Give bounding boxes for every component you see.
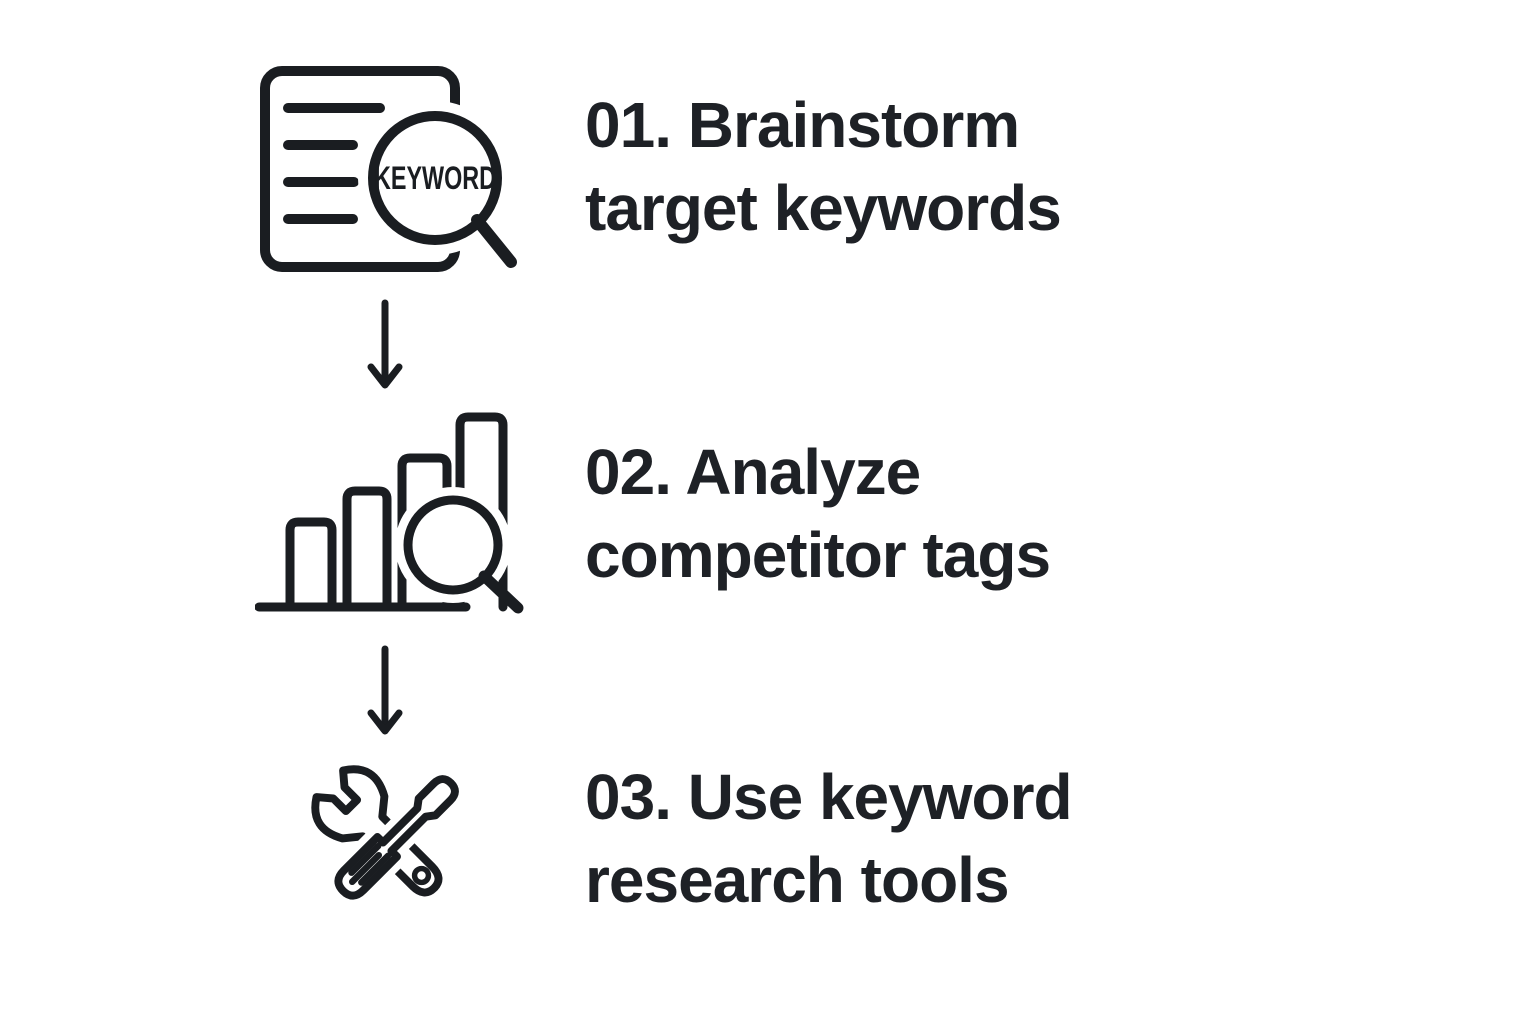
tools-wrench-screwdriver-icon (291, 745, 489, 943)
step-1-title-line-2: target keywords (585, 172, 1062, 244)
step-2-title-line-1: 02. Analyze (585, 436, 921, 508)
step-1-title-line-1: 01. Brainstorm (585, 89, 1020, 161)
step-3-title-line-2: research tools (585, 844, 1010, 916)
step-3-title: 03. Use keyword research tools (585, 756, 1073, 922)
bar-chart-search-icon (255, 408, 527, 616)
document-keyword-search-icon: KEYWORD (258, 62, 523, 274)
arrow-down-icon (367, 645, 403, 741)
step-2-title: 02. Analyze competitor tags (585, 431, 1051, 597)
step-2-title-line-2: competitor tags (585, 519, 1051, 591)
arrow-down-icon (367, 299, 403, 395)
step-3-title-line-1: 03. Use keyword (585, 761, 1073, 833)
step-1-title: 01. Brainstorm target keywords (585, 84, 1062, 250)
keyword-label: KEYWORD (374, 160, 496, 196)
